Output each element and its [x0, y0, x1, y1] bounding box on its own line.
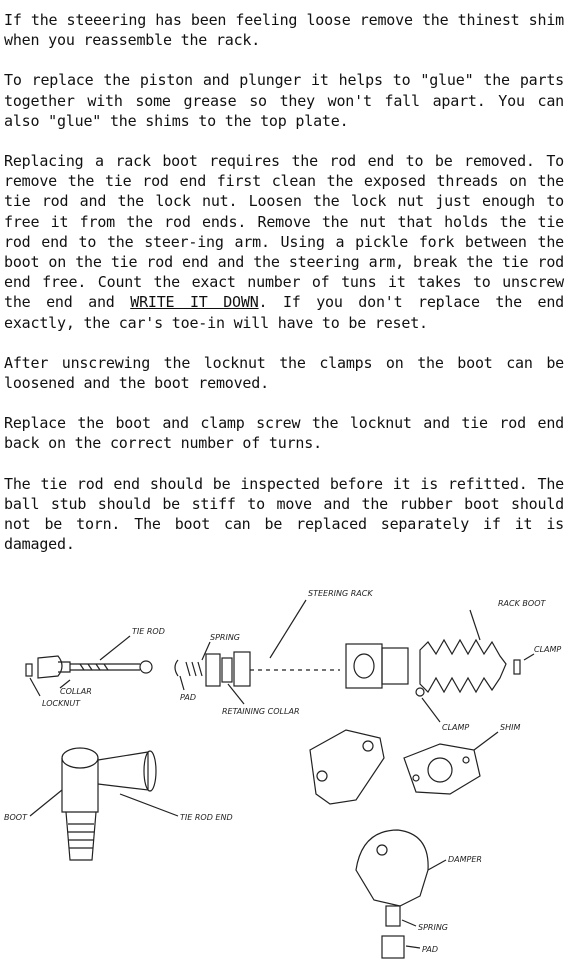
spring-bottom-shape: [385, 905, 401, 927]
paragraph-replace-boot: Replace the boot and clamp screw the loc…: [4, 414, 564, 453]
instructions-text: If the steeering has been feeling loose …: [4, 10, 564, 574]
label-pad-top: PAD: [180, 693, 196, 702]
paragraph-inspect: The tie rod end should be inspected befo…: [4, 474, 564, 554]
tie-rod-end-thread: [65, 811, 97, 861]
damper-shape: [355, 829, 429, 907]
label-spring-bottom: SPRING: [418, 923, 448, 932]
label-tie-rod-end: TIE ROD END: [180, 813, 233, 822]
diagram-labels: STEERING RACK RACK BOOT CLAMP TIE ROD SP…: [4, 589, 561, 954]
label-locknut: LOCKNUT: [42, 699, 81, 708]
label-tie-rod: TIE ROD: [132, 627, 165, 636]
label-pad-bottom: PAD: [422, 945, 438, 954]
label-retaining-collar: RETAINING COLLAR: [222, 707, 300, 716]
paragraph-locknut: After unscrewing the locknut the clamps …: [4, 353, 564, 393]
paragraph-shim: If the steeering has been feeling loose …: [4, 11, 564, 50]
label-damper: DAMPER: [448, 855, 482, 864]
shim-gasket-shape: [403, 743, 481, 795]
clamp-top-shape: [513, 659, 521, 675]
pad-shape: [174, 659, 179, 677]
label-collar: COLLAR: [60, 687, 92, 696]
tie-rod-shape: [70, 663, 140, 671]
label-spring-top: SPRING: [210, 633, 240, 642]
label-steering-rack: STEERING RACK: [308, 589, 373, 598]
pad-bottom-shape: [381, 935, 405, 959]
tie-rod-ball: [139, 660, 153, 674]
diagram-svg: STEERING RACK RACK BOOT CLAMP TIE ROD SP…: [4, 589, 561, 959]
paragraph-rack-boot-part2: . If you don't replace the end exactly, …: [4, 293, 564, 332]
paragraph-rack-boot-part1: Replacing a rack boot requires the rod e…: [4, 152, 564, 312]
tie-rod-end-ball: [61, 747, 99, 769]
label-rack-boot: RACK BOOT: [498, 599, 546, 608]
spring-shape: [185, 661, 203, 677]
paragraph-piston: To replace the piston and plunger it hel…: [4, 71, 564, 130]
plunger-shape: [205, 653, 221, 687]
collar-shape: [37, 655, 63, 679]
tie-rod-end-arm: [97, 751, 149, 791]
label-clamp-top: CLAMP: [534, 645, 561, 654]
steering-rack-diagram: STEERING RACK RACK BOOT CLAMP TIE ROD SP…: [0, 580, 570, 970]
write-it-down-emphasis: WRITE IT DOWN: [130, 293, 259, 312]
paragraph-rack-boot: Replacing a rack boot requires the rod e…: [4, 151, 564, 333]
shim-plate-shape: [309, 729, 385, 805]
rack-boot-shape: [419, 638, 507, 694]
rack-housing-shape: [345, 643, 383, 689]
retaining-collar-shape: [233, 651, 251, 687]
locknut-shape: [25, 663, 33, 677]
label-clamp-bottom: CLAMP: [442, 723, 469, 732]
clamp-bottom-shape: [415, 687, 425, 697]
label-boot: BOOT: [4, 813, 28, 822]
label-shim: SHIM: [500, 723, 520, 732]
